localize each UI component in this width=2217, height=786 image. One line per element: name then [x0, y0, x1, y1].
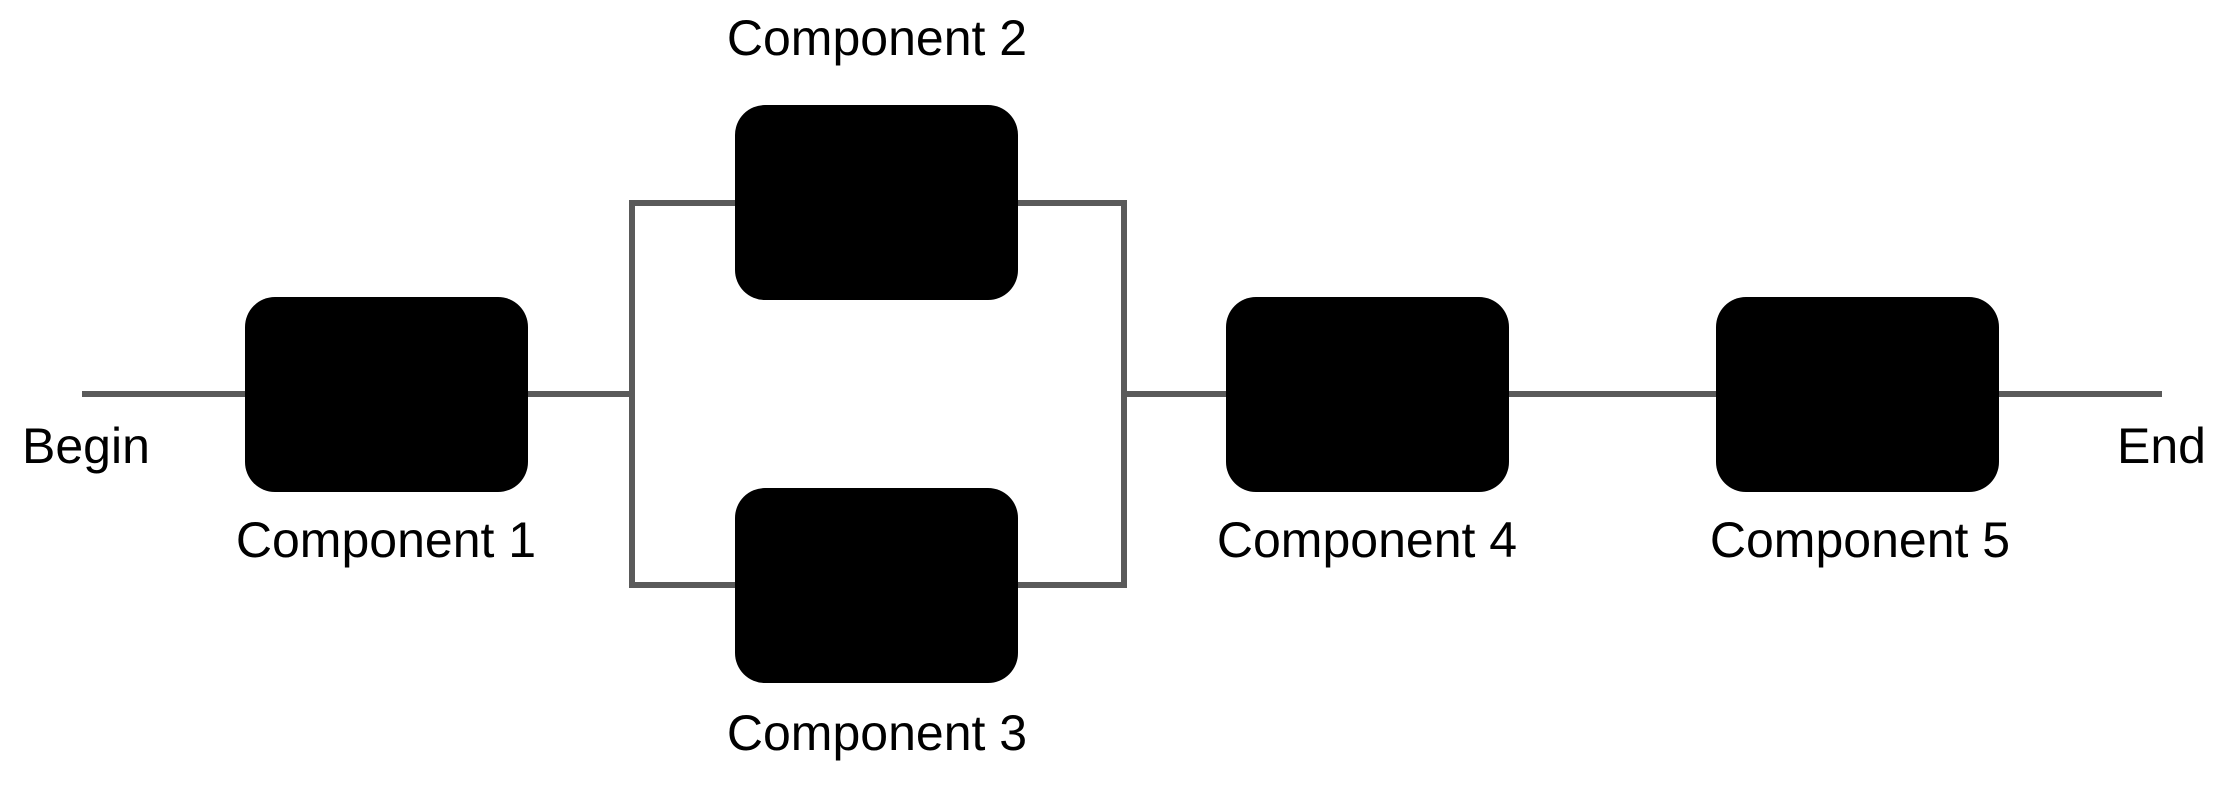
end-label: End	[2117, 418, 2206, 474]
parallel-rail-left	[629, 200, 635, 588]
connector-component1-to-split	[528, 391, 635, 397]
component-5-block	[1716, 297, 1999, 492]
component-1-block	[245, 297, 528, 492]
component-1-label: Component 1	[235, 512, 537, 568]
begin-label: Begin	[22, 418, 150, 474]
component-4-block	[1226, 297, 1509, 492]
component-2-label: Component 2	[726, 10, 1028, 66]
component-2-block	[735, 105, 1018, 300]
component-4-label: Component 4	[1216, 512, 1518, 568]
connector-component5-to-end	[1998, 391, 2162, 397]
connector-begin-to-component1	[82, 391, 245, 397]
connector-component4-to-component5	[1508, 391, 1716, 397]
component-3-label: Component 3	[726, 705, 1028, 761]
connector-merge-to-component4	[1121, 391, 1226, 397]
component-5-label: Component 5	[1709, 512, 2011, 568]
component-3-block	[735, 488, 1018, 683]
